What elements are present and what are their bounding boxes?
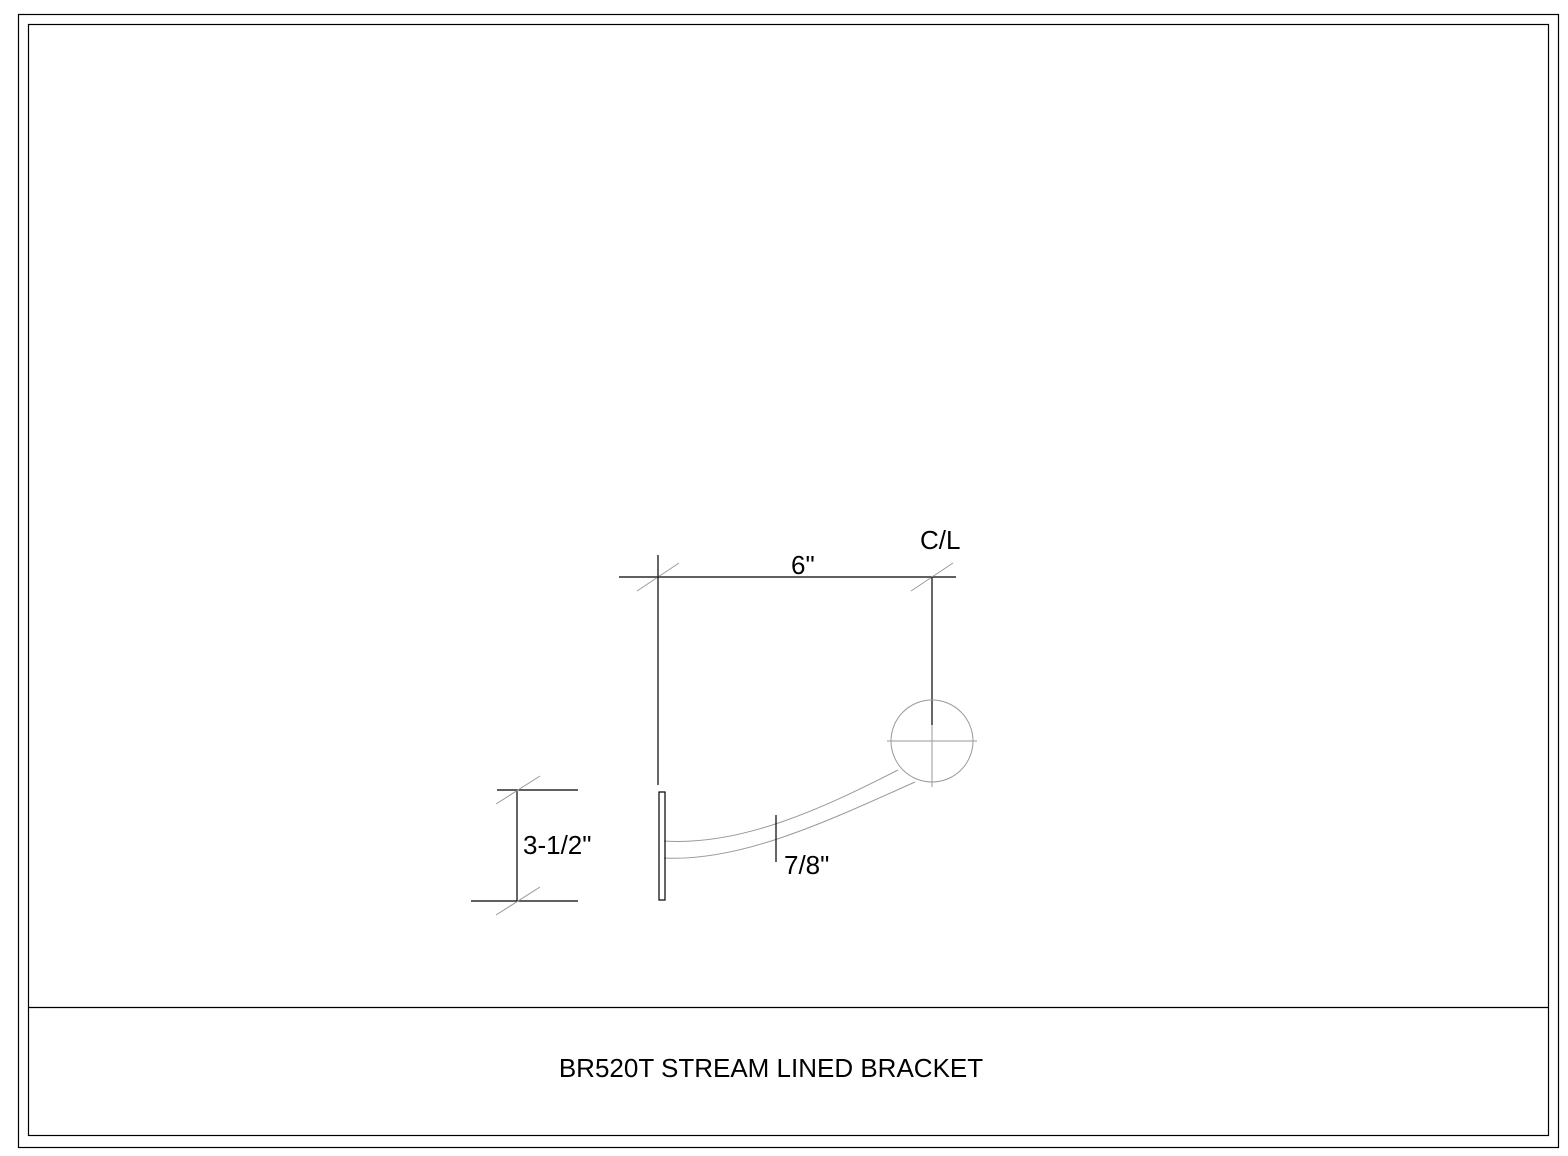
- dimension-label-6in: 6": [791, 550, 815, 580]
- centerline-label: C/L: [920, 525, 960, 555]
- bracket-arm-lower-edge: [663, 781, 916, 859]
- bracket-arm: [663, 769, 916, 859]
- dimension-label-3-5in: 3-1/2": [523, 830, 592, 860]
- handrail-section: [887, 699, 977, 787]
- outer-border: [17, 13, 1560, 1149]
- dimension-label-7-8in: 7/8": [784, 850, 829, 880]
- wall-plate: [658, 791, 666, 901]
- inner-border: [27, 23, 1550, 1137]
- tick-bottom: [495, 886, 541, 916]
- sheet-border: [17, 13, 1560, 1149]
- drawing-title: BR520T STREAM LINED BRACKET: [559, 1053, 983, 1083]
- dimension-vertical-3-5in: 3-1/2": [471, 775, 592, 916]
- dimension-horizontal-6in: 6" C/L: [619, 525, 960, 785]
- bracket-arm-upper-edge: [663, 769, 899, 842]
- dimension-tube-diameter: 7/8": [775, 815, 829, 880]
- tick-top: [495, 775, 541, 805]
